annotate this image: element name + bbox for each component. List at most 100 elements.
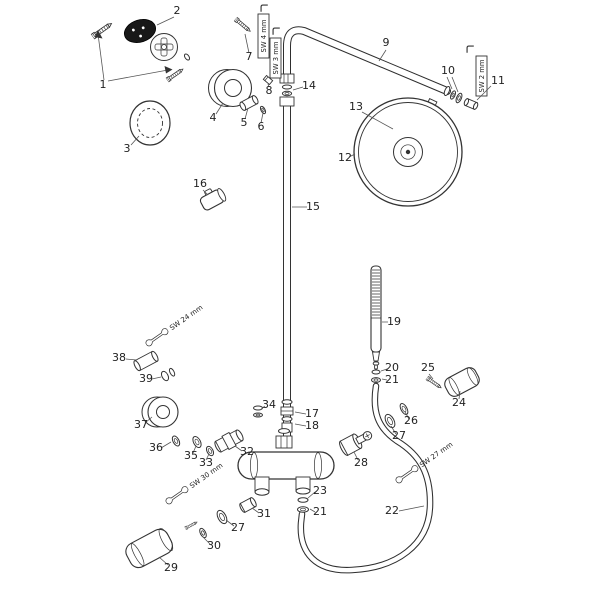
callout-sw2: SW 2 mm [466, 45, 488, 97]
leader-lines [97, 16, 492, 566]
seal-36 [171, 435, 181, 447]
wrench-icon [164, 484, 190, 506]
sw2-label: SW 2 mm [478, 59, 486, 92]
washer-30 [199, 527, 207, 539]
part-label-32: 32 [240, 445, 254, 458]
wall-disc [129, 100, 171, 146]
allen-key-icon [272, 27, 281, 36]
part-labels: 1 2 3 4 5 6 7 8 9 10 11 12 13 14 15 16 1… [100, 4, 506, 574]
arm-end-cap [443, 85, 451, 97]
cartridge-28 [339, 431, 373, 456]
part-label-27b: 27 [231, 521, 245, 534]
part-label-10: 10 [441, 64, 455, 77]
callout-sw24: SW 24 mm [144, 303, 204, 348]
escutcheon-37 [141, 396, 179, 428]
allen-key-icon [466, 45, 475, 54]
top-union-nut [275, 435, 293, 449]
handle-29 [125, 528, 174, 569]
screw-30 [184, 520, 199, 531]
seal-23 [297, 497, 309, 503]
part-label-35: 35 [184, 449, 198, 462]
filter-33 [205, 445, 215, 457]
part-label-22: 22 [385, 504, 399, 517]
screw-7 [233, 16, 253, 34]
cover-plate-body [124, 19, 156, 43]
part-label-37: 37 [134, 418, 148, 431]
seals-20-21 [371, 369, 381, 383]
shower-plate-inner-rim [358, 102, 458, 202]
sw27-label: SW 27 mm [418, 440, 454, 469]
part-label-12: 12 [338, 151, 352, 164]
part-label-1: 1 [100, 78, 107, 91]
seal-35 [192, 435, 202, 449]
part-label-31: 31 [257, 507, 271, 520]
part-label-36: 36 [149, 441, 163, 454]
wrench-icon [394, 463, 420, 485]
part-label-26: 26 [404, 414, 418, 427]
hand-shower-tip [371, 351, 381, 362]
thermostat-body [237, 428, 335, 513]
part-label-17: 17 [305, 407, 319, 420]
seals-34 [253, 405, 263, 418]
part-label-18: 18 [305, 419, 319, 432]
escutcheon-4 [208, 68, 253, 108]
part-label-24: 24 [452, 396, 466, 409]
hub-center [405, 149, 411, 155]
hand-shower-hose [297, 382, 434, 574]
part-label-38: 38 [112, 351, 126, 364]
part-label-14: 14 [302, 79, 316, 92]
part-label-7: 7 [246, 50, 253, 63]
callout-sw3: SW 3 mm [269, 27, 282, 79]
part-label-4: 4 [210, 111, 217, 124]
part-label-27: 27 [392, 429, 406, 442]
hand-shower [370, 265, 382, 370]
slider-16 [199, 188, 227, 211]
nut-11 [463, 98, 479, 110]
part-label-15: 15 [306, 200, 320, 213]
callout-sw30: SW 30 mm [164, 461, 224, 506]
seals-14 [281, 84, 293, 97]
hub-outer [393, 137, 423, 167]
fitting-5 [239, 95, 259, 111]
part-label-19: 19 [387, 315, 401, 328]
part-label-33: 33 [199, 456, 213, 469]
part-label-21: 21 [385, 373, 399, 386]
adapter-31 [239, 497, 257, 513]
seals-10 [449, 90, 463, 104]
part-label-11: 11 [491, 74, 505, 87]
part-label-39: 39 [139, 372, 153, 385]
sw4-label: SW 4 mm [260, 19, 268, 52]
handle-24 [444, 367, 480, 397]
hub-inner [400, 144, 416, 160]
part-label-8: 8 [266, 84, 273, 97]
part-label-9: 9 [383, 36, 390, 49]
seal-27a [384, 413, 396, 429]
part-label-16: 16 [193, 177, 207, 190]
riser-parts-17-18 [280, 399, 294, 433]
seal-27b [216, 509, 228, 525]
seals-39 [160, 367, 176, 382]
arrowhead [164, 66, 173, 74]
part-label-2: 2 [174, 4, 181, 17]
part-label-28: 28 [354, 456, 368, 469]
seal-21b [297, 506, 309, 513]
part-label-29: 29 [164, 561, 178, 574]
screw-25 [425, 375, 443, 390]
part-label-21b: 21 [313, 505, 327, 518]
part-label-5: 5 [241, 116, 248, 129]
part-label-25: 25 [421, 361, 435, 374]
riser-pipe [279, 73, 295, 438]
backplate [150, 33, 178, 61]
cover-plate [124, 19, 178, 61]
seal-26 [399, 403, 409, 415]
wrench-icon [144, 326, 170, 348]
elbow-nut [279, 73, 295, 84]
part-label-23: 23 [313, 484, 327, 497]
sw24-label: SW 24 mm [168, 303, 204, 332]
part-label-13: 13 [349, 100, 363, 113]
part-label-30: 30 [207, 539, 221, 552]
overhead-shower [353, 97, 463, 207]
part-label-6: 6 [258, 120, 265, 133]
